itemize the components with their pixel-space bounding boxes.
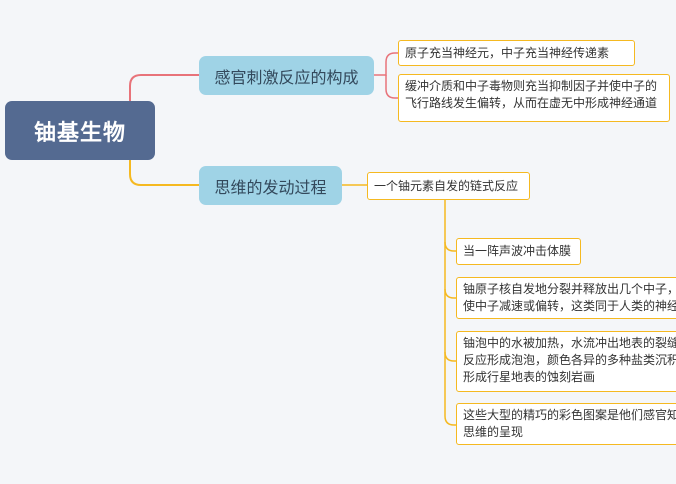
leaf-text-line: 反应形成泡泡，颜色各异的多种盐类沉积 <box>463 353 676 367</box>
connector-to-subchild-1 <box>444 241 456 252</box>
connector-branch-1-to-leaf-1 <box>374 52 398 76</box>
connector-to-subchild-4 <box>444 415 456 426</box>
subchild-fission[interactable]: 铀原子核自发地分裂并释放出几个中子， 使中子减速或偏转，这类同于人类的神经 <box>456 277 676 319</box>
branch-thinking-process[interactable]: 思维的发动过程 <box>199 166 342 205</box>
leaf-text-line: 思维的呈现 <box>463 425 524 439</box>
root-topic[interactable]: 铀基生物 <box>5 101 155 160</box>
connector-branch-1-to-leaf-2 <box>385 75 398 99</box>
branch-sensory-reaction[interactable]: 感官刺激反应的构成 <box>199 56 374 95</box>
leaf-text-line: 铀泡中的水被加热，水流冲出地表的裂缝， <box>463 336 676 350</box>
leaf-text-line: 铀原子核自发地分裂并释放出几个中子， <box>463 282 676 296</box>
connector-to-subchild-2 <box>444 288 456 299</box>
connector-root-to-branch-1 <box>129 74 199 101</box>
leaf-text-line: 原子充当神经元，中子充当神经传递素 <box>405 46 610 60</box>
leaf-text-line: 这些大型的精巧的彩色图案是他们感官知觉 <box>463 408 676 422</box>
subchild-patterns[interactable]: 这些大型的精巧的彩色图案是他们感官知觉 思维的呈现 <box>456 403 676 445</box>
connector-to-subchild-3 <box>444 351 456 362</box>
leaf-text-line: 形成行星地表的蚀刻岩画 <box>463 370 596 384</box>
leaf-text-line: 使中子减速或偏转，这类同于人类的神经 <box>463 299 676 313</box>
subchild-bubbles[interactable]: 铀泡中的水被加热，水流冲出地表的裂缝， 反应形成泡泡，颜色各异的多种盐类沉积 形… <box>456 331 676 392</box>
connector-root-to-branch-2 <box>129 160 199 186</box>
leaf-text-line: 飞行路线发生偏转，从而在虚无中形成神经通道 <box>405 96 658 110</box>
leaf-neural-pathways[interactable]: 缓冲介质和中子毒物则充当抑制因子并使中子的 飞行路线发生偏转，从而在虚无中形成神… <box>398 74 670 122</box>
child-chain-reaction[interactable]: 一个铀元素自发的链式反应 <box>367 172 530 200</box>
leaf-text-line: 缓冲介质和中子毒物则充当抑制因子并使中子的 <box>405 79 658 93</box>
subchild-sound-wave[interactable]: 当一阵声波冲击体膜 <box>456 238 581 265</box>
leaf-text-line: 当一阵声波冲击体膜 <box>463 244 572 258</box>
leaf-neurons[interactable]: 原子充当神经元，中子充当神经传递素 <box>398 40 635 66</box>
